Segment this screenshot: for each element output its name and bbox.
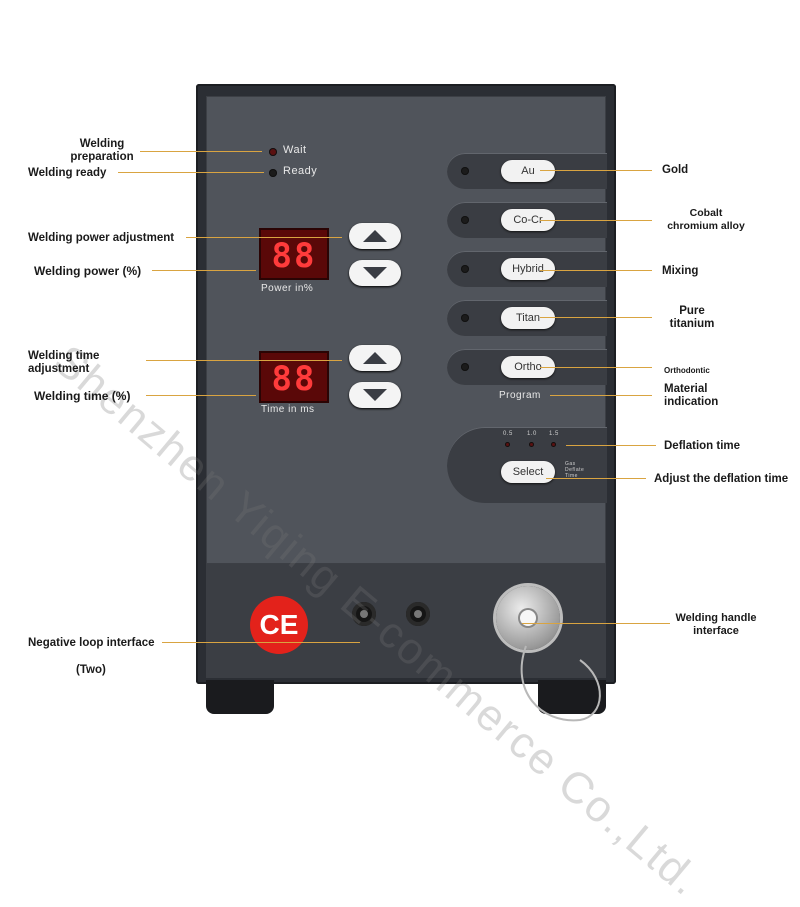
power-up-button[interactable] [349, 223, 401, 249]
label-line: preparation [70, 151, 134, 163]
deflation-led-1 [505, 442, 510, 447]
ce-mark-logo: CE [250, 596, 308, 654]
program-caption: Program [499, 390, 541, 401]
label-welding-preparation: Welding preparation [64, 138, 140, 164]
spot-welder-machine: Wait Ready 88 Power in% 88 Time in ms Au… [196, 84, 616, 716]
cap-cable [520, 645, 601, 722]
time-display: 88 [259, 351, 329, 403]
leader-line [566, 445, 656, 446]
deflation-tick-2: 1.0 [527, 431, 537, 437]
label-line: adjustment [28, 363, 90, 375]
program-button-au[interactable]: Au [501, 160, 555, 182]
power-display: 88 [259, 228, 329, 280]
gas-caption-line: Deflate [565, 467, 585, 473]
negative-loop-socket-2[interactable] [406, 602, 430, 626]
arrow-up-icon [363, 230, 387, 242]
leader-line [186, 237, 342, 238]
label-deflation-time: Deflation time [664, 440, 741, 452]
program-led [461, 265, 469, 273]
leader-line [550, 395, 652, 396]
label-line: indication [664, 396, 719, 408]
leader-line [162, 642, 360, 643]
label-two: (Two) [76, 664, 106, 676]
label-mixing: Mixing [662, 265, 699, 277]
power-down-button[interactable] [349, 260, 401, 286]
label-time-percent: Welding time (%) [34, 389, 131, 403]
leader-line [146, 360, 342, 361]
label-adjust-deflation: Adjust the deflation time [654, 473, 789, 485]
ready-led [269, 169, 277, 177]
label-line: Pure [679, 305, 705, 317]
leader-line [146, 395, 256, 396]
label-cobalt: Cobalt chromium alloy [656, 207, 756, 233]
arrow-down-icon [363, 389, 387, 401]
label-power-adjustment: Welding power adjustment [28, 232, 175, 244]
program-led [461, 314, 469, 322]
label-line: chromium alloy [667, 220, 745, 232]
program-led [461, 167, 469, 175]
program-button-ortho[interactable]: Ortho [501, 356, 555, 378]
label-gold: Gold [662, 164, 689, 176]
control-panel: Wait Ready 88 Power in% 88 Time in ms Au… [206, 96, 607, 564]
deflation-tick-3: 1.5 [549, 431, 559, 437]
label-line: Welding handle [675, 612, 757, 624]
select-button[interactable]: Select [501, 461, 555, 483]
product-image: Wait Ready 88 Power in% 88 Time in ms Au… [28, 84, 789, 906]
program-button-cocr[interactable]: Co-Cr [501, 209, 555, 231]
label-line: Cobalt [689, 207, 723, 219]
time-down-button[interactable] [349, 382, 401, 408]
leader-line [140, 151, 262, 152]
label-line: Material [664, 383, 708, 395]
leader-line [540, 317, 652, 318]
leader-line [546, 478, 646, 479]
time-up-button[interactable] [349, 345, 401, 371]
leader-line [152, 270, 256, 271]
leader-line [540, 367, 652, 368]
program-button-hybrid[interactable]: Hybrid [501, 258, 555, 280]
program-led [461, 363, 469, 371]
leader-line [522, 623, 670, 624]
leader-line [540, 270, 652, 271]
program-row-hybrid: Hybrid [447, 251, 607, 287]
leader-line [540, 220, 652, 221]
leader-line [118, 172, 264, 173]
program-button-titan[interactable]: Titan [501, 307, 555, 329]
gas-caption-line: Gas [565, 461, 576, 467]
program-row-au: Au [447, 153, 607, 189]
deflation-led-2 [529, 442, 534, 447]
deflation-panel: 0.5 1.0 1.5 Select Gas Deflate Time [447, 427, 607, 503]
program-row-titan: Titan [447, 300, 607, 336]
connector-panel: CE [206, 564, 606, 678]
deflation-tick-1: 0.5 [503, 431, 513, 437]
label-line: interface [693, 625, 739, 637]
leader-line [540, 170, 652, 171]
time-caption: Time in ms [261, 404, 315, 415]
power-caption: Power in% [261, 283, 314, 294]
arrow-down-icon [363, 267, 387, 279]
label-negative-loop: Negative loop interface [28, 637, 155, 649]
welding-handle-port[interactable] [496, 586, 560, 650]
label-line: Welding [79, 138, 125, 150]
label-power-percent: Welding power (%) [34, 264, 142, 278]
negative-loop-socket-1[interactable] [352, 602, 376, 626]
arrow-up-icon [363, 352, 387, 364]
gas-caption: Gas Deflate Time [565, 461, 584, 479]
label-welding-ready: Welding ready [28, 167, 107, 179]
label-welding-handle: Welding handle interface [666, 612, 766, 638]
label-material-indication: Material indication [664, 383, 718, 409]
label-line: Welding time [28, 350, 100, 362]
deflation-led-3 [551, 442, 556, 447]
label-orthodontic: Orthodontic [664, 366, 710, 375]
ready-label: Ready [283, 165, 318, 177]
label-pure-titanium: Pure titanium [652, 305, 732, 331]
wait-led [269, 148, 277, 156]
gas-caption-line: Time [565, 473, 578, 479]
label-time-adjustment: Welding time adjustment [28, 350, 99, 376]
label-line: titanium [669, 318, 715, 330]
program-led [461, 216, 469, 224]
wait-label: Wait [283, 144, 307, 156]
machine-foot-right [538, 680, 606, 714]
machine-foot-left [206, 680, 274, 714]
